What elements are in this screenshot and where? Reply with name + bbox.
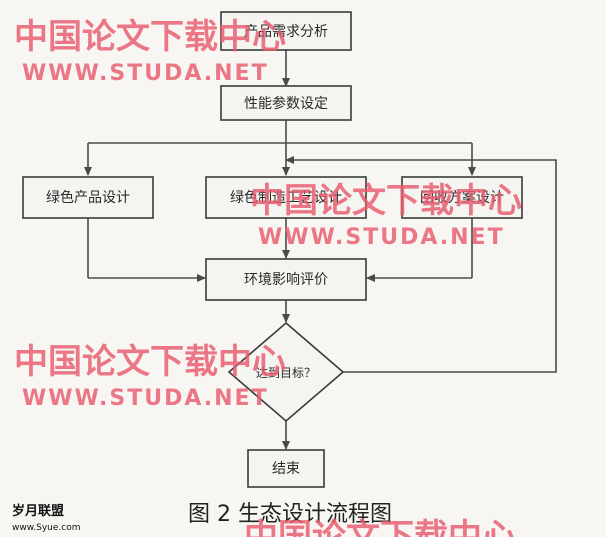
node-end: 结束 [247,449,325,488]
watermark-en-3: WWW.STUDA.NET [22,386,269,411]
node-performance-box [220,85,352,121]
site-logo-cn: 岁月联盟 [12,503,64,519]
node-recycling: 回收方案设计 [401,176,523,219]
watermark-cn-4: 中国论文下载中心 [244,517,516,537]
flow-edges [84,50,557,450]
node-environment-label: 环境影响评价 [244,272,328,288]
node-end-box [247,449,325,488]
node-requirements-box [220,11,352,51]
node-performance: 性能参数设定 [220,85,352,121]
watermark-en-1: WWW.STUDA.NET [22,61,269,86]
node-recycling-box [401,176,523,219]
node-recycling-label: 回收方案设计 [420,189,504,206]
node-green-product: 绿色产品设计 [22,176,154,219]
edge-feedback-loop [285,156,557,373]
node-green-product-box [22,176,154,219]
node-performance-label: 性能参数设定 [244,95,328,112]
watermark-cn-3: 中国论文下载中心 [14,342,286,382]
node-green-process: 绿色制造工艺设计 [205,176,367,219]
node-green-process-box [205,176,367,219]
watermark-cn-2: 中国论文下载中心 [250,181,522,221]
watermark-en-2: WWW.STUDA.NET [258,225,505,250]
node-decision-label: 达到目标？ [256,366,316,380]
node-decision-diamond [227,321,345,423]
node-environment: 环境影响评价 [205,258,367,301]
watermark-cn-1: 中国论文下载中心 [14,17,286,57]
node-requirements-label: 产品需求分析 [244,24,328,40]
node-environment-box [205,258,367,301]
node-end-label: 结束 [272,461,300,477]
node-green-product-label: 绿色产品设计 [46,189,130,206]
node-decision: 达到目标？ [227,321,345,423]
watermark-layer: 中国论文下载中心 WWW.STUDA.NET 中国论文下载中心 WWW.STUD… [14,17,522,537]
site-logo-en: www.Syue.com [12,523,80,533]
node-requirements: 产品需求分析 [220,11,352,51]
figure-caption: 图 2 生态设计流程图 [188,502,392,527]
node-green-process-label: 绿色制造工艺设计 [230,189,342,206]
site-logo: 岁月联盟 www.Syue.com [12,503,80,533]
